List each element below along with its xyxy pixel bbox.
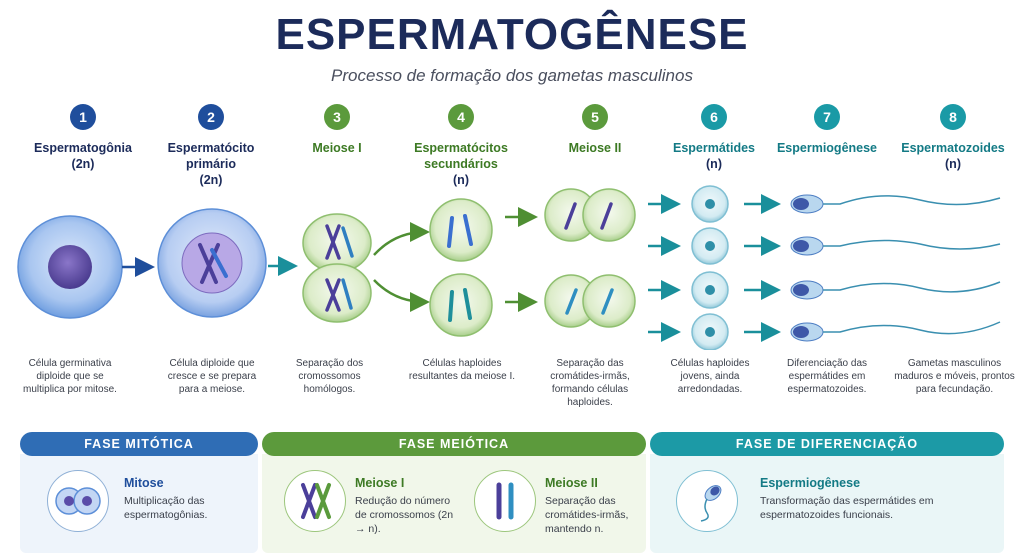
- page-title: ESPERMATOGÊNESE: [275, 10, 749, 59]
- step-3: 3 Meiose I: [277, 104, 397, 156]
- step-ploidy: (n): [945, 157, 961, 171]
- step-title: Espermiogênese: [776, 141, 878, 155]
- spermatid-cell: [691, 185, 729, 223]
- spermatozoon: [790, 321, 1001, 342]
- phase-item-text: Redução do número de cromossomos (2n → n…: [355, 495, 454, 535]
- arrow: [373, 222, 430, 256]
- spermatozoon: [790, 280, 1001, 300]
- page-subtitle: Processo de formação dos gametas masculi…: [331, 66, 693, 85]
- step-title: Espermátides: [673, 141, 755, 155]
- step-ploidy: (2n): [199, 173, 223, 187]
- step-description: Separação dos cromossomos homólogos.: [295, 358, 364, 395]
- phase-item-text: Transformação das espermátides em esperm…: [760, 495, 934, 521]
- step-2: 2 Espermatócito primário (2n): [151, 104, 271, 188]
- primary-spermatocyte-cell: [157, 208, 267, 318]
- phase-header: FASE MEIÓTICA: [262, 432, 646, 456]
- step-6: 6 Espermátides (n): [654, 104, 774, 172]
- meiosis-two-cell: [544, 188, 636, 242]
- phase-item-text: Separação das cromátides-irmãs, mantendo…: [545, 495, 629, 535]
- step-number-badge: 1: [70, 104, 96, 130]
- step-ploidy: (n): [453, 173, 469, 187]
- spermatozoon: [790, 236, 1001, 256]
- step-number-badge: 3: [324, 104, 350, 130]
- step-title: Espermatócitos secundários: [414, 141, 508, 171]
- step-description: Células haploides jovens, ainda arredond…: [670, 358, 750, 395]
- spermatogonium-cell: [17, 215, 123, 319]
- spermatozoon: [790, 194, 1001, 214]
- step-number-badge: 2: [198, 104, 224, 130]
- step-description: Célula diploide que cresce e se prepara …: [167, 358, 257, 395]
- phase-item-text: Multiplicação das espermatogônias.: [124, 495, 208, 521]
- step-title: Espermatozoides: [901, 141, 1005, 155]
- step-title: Meiose II: [568, 141, 622, 155]
- phase-mitotic: FASE MITÓTICA Mitose Multiplicação das e…: [20, 432, 258, 553]
- phase-header: FASE MITÓTICA: [20, 432, 258, 456]
- step-number-badge: 4: [448, 104, 474, 130]
- spermatid-cell: [691, 313, 729, 350]
- step-description: Gametas masculinos maduros e móveis, pro…: [894, 358, 1015, 395]
- step-number-badge: 8: [940, 104, 966, 130]
- step-8: 8 Espermatozoides (n): [893, 104, 1013, 172]
- phase-meiotic: FASE MEIÓTICA Meiose I Redução do número…: [262, 432, 646, 553]
- mitosis-icon: [47, 470, 109, 532]
- step-title: Meiose I: [312, 141, 362, 155]
- step-number-badge: 6: [701, 104, 727, 130]
- step-ploidy: (n): [706, 157, 722, 171]
- secondary-spermatocyte-cell: [429, 273, 493, 337]
- process-diagram: [17, 185, 1001, 350]
- phase-item-title: Espermiogênese: [760, 476, 861, 490]
- secondary-spermatocyte-cell: [429, 198, 493, 262]
- step-4: 4 Espermatócitos secundários (n): [401, 104, 521, 188]
- phase-item-title: Mitose: [124, 476, 164, 490]
- step-title: Espermatogônia: [34, 141, 132, 155]
- spermatid-cell: [691, 227, 729, 265]
- step-description: Separação das cromátides-irmãs, formando…: [550, 358, 630, 408]
- step-title: Espermatócito primário: [167, 141, 255, 171]
- step-number-badge: 5: [582, 104, 608, 130]
- step-ploidy: (2n): [71, 157, 95, 171]
- spermatid-cell: [691, 271, 729, 309]
- arrow: [373, 279, 430, 312]
- phase-differentiation: FASE DE DIFERENCIAÇÃO Espermiogênese Tra…: [650, 432, 1004, 553]
- step-1: 1 Espermatogônia (2n): [23, 104, 143, 172]
- phase-item-title: Meiose II: [545, 476, 598, 490]
- meiosis-two-icon: [474, 470, 536, 532]
- phase-item-title: Meiose I: [355, 476, 405, 490]
- step-description: Célula germinativa diploide que se multi…: [23, 358, 117, 395]
- step-7: 7 Espermiogênese: [767, 104, 887, 156]
- step-description: Diferenciação das espermátides em esperm…: [786, 358, 868, 395]
- meiosis-one-icon: [284, 470, 346, 532]
- step-description: Células haploides resultantes da meiose …: [408, 358, 516, 382]
- step-number-badge: 7: [814, 104, 840, 130]
- meiosis-two-cell: [544, 274, 636, 328]
- step-5: 5 Meiose II: [535, 104, 655, 156]
- meiosis-one-cell: [302, 213, 372, 323]
- spermatozoon-icon: [676, 470, 738, 532]
- phase-header: FASE DE DIFERENCIAÇÃO: [650, 432, 1004, 456]
